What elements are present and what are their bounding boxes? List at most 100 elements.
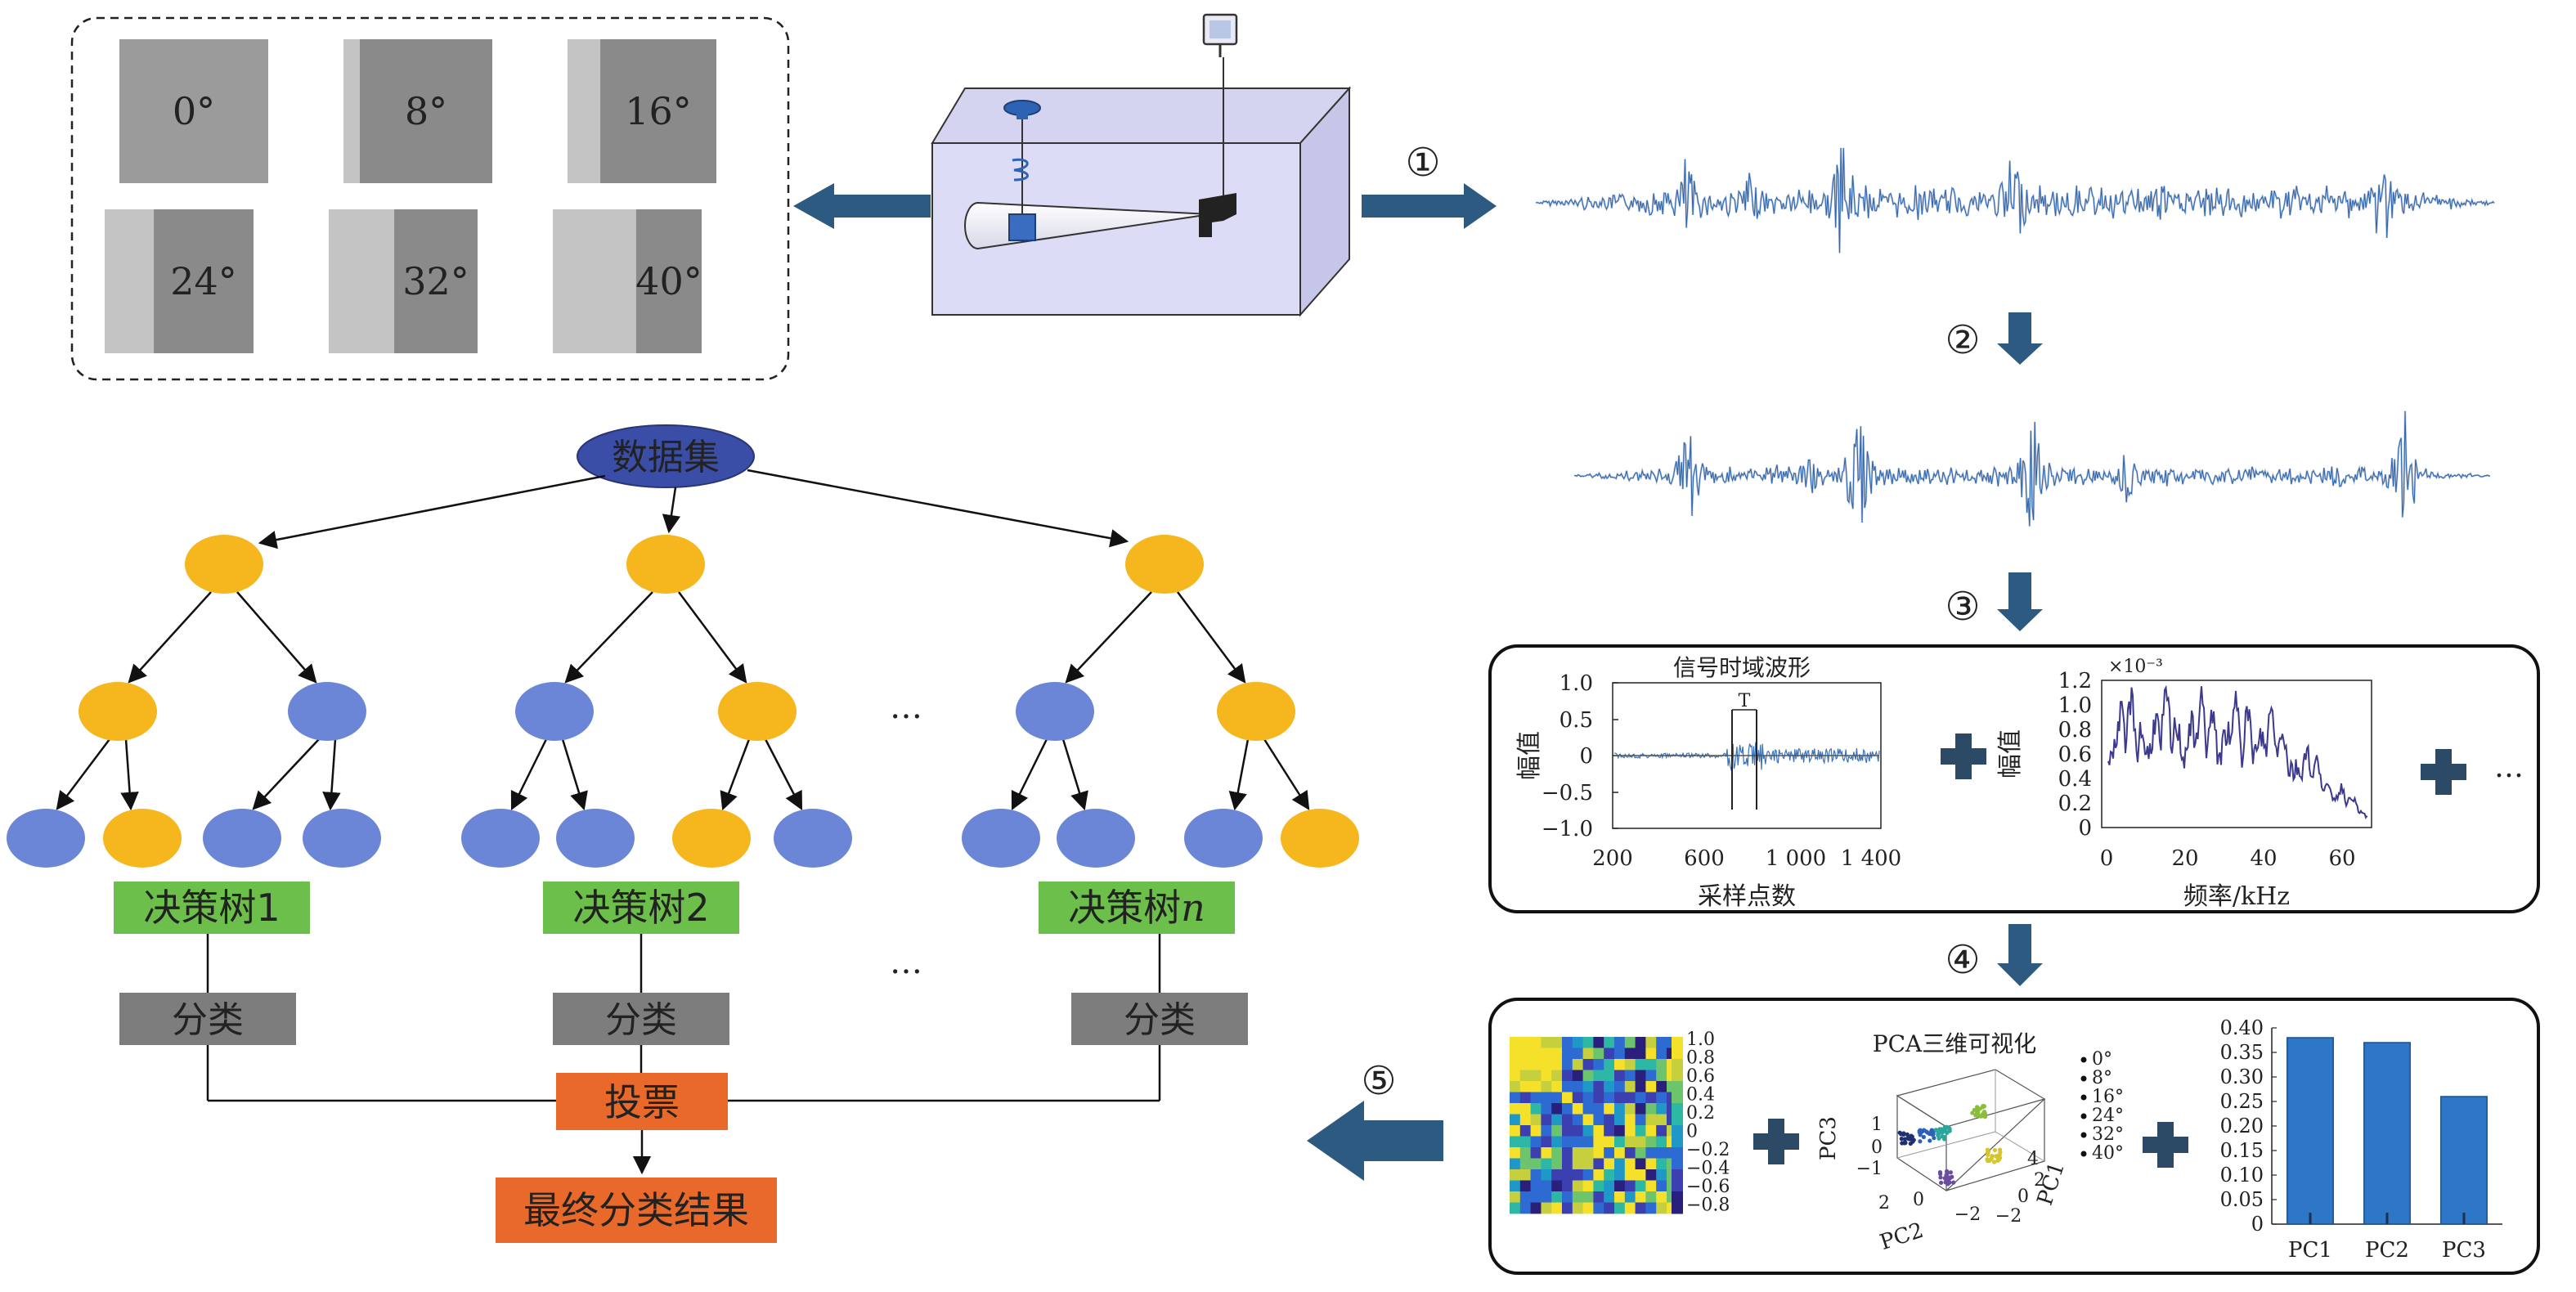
heatmap-cell: [1656, 1191, 1667, 1203]
angle-tile-1: 8°: [343, 39, 492, 183]
heatmap-cell: [1541, 1114, 1552, 1126]
heatmap-cell: [1530, 1092, 1542, 1104]
step-4-label: ④: [1945, 937, 1980, 983]
colorbar-tick: 0.8: [1686, 1048, 1715, 1069]
scatter-point: [1905, 1132, 1910, 1137]
heatmap-cell: [1530, 1037, 1542, 1048]
colorbar-segment: [1672, 1059, 1683, 1082]
heatmap-cell: [1562, 1114, 1573, 1126]
tree-internal-node: [1016, 682, 1094, 741]
heatmap-cell: [1510, 1103, 1521, 1115]
heatmap-cell: [1519, 1048, 1531, 1060]
vote-box: [556, 1073, 728, 1130]
heatmap-cell: [1593, 1103, 1604, 1115]
heatmap-cell: [1624, 1147, 1636, 1159]
tree-leaf-node: [203, 809, 281, 868]
heatmap-cell: [1541, 1180, 1552, 1192]
tree-leaf-node: [1184, 809, 1263, 868]
arrow-step1: [1362, 183, 1497, 229]
angle-tile-label: 40°: [635, 259, 702, 303]
heatmap-cell: [1604, 1092, 1615, 1104]
heatmap-cell: [1541, 1103, 1552, 1115]
heatmap-cell: [1582, 1136, 1594, 1148]
tree-leaf-node: [556, 809, 635, 868]
heatmap-cell: [1572, 1048, 1583, 1060]
heatmap-cell: [1572, 1081, 1583, 1092]
heatmap-cell: [1645, 1180, 1657, 1192]
angle-tiles: 0°8°16°24°32°40°: [105, 39, 716, 353]
heatmap-cell: [1572, 1169, 1583, 1181]
heatmap-cell: [1604, 1081, 1615, 1092]
heatmap-cell: [1614, 1202, 1626, 1214]
pc2-tick: −2: [1954, 1205, 1981, 1225]
legend-marker: [2080, 1151, 2087, 1157]
heatmap-cell: [1645, 1092, 1657, 1104]
heatmap-cell: [1519, 1180, 1531, 1192]
heatmap-cell: [1562, 1125, 1573, 1137]
tree-edge: [1176, 591, 1246, 684]
scatter-point: [1975, 1105, 1980, 1110]
time-ytick: 1.0: [1560, 671, 1593, 696]
heatmap-cell: [1562, 1081, 1573, 1092]
root-edge: [747, 469, 1129, 548]
scatter-point: [1980, 1114, 1985, 1119]
bar-ytick: 0: [2251, 1213, 2264, 1236]
bar-category-label: PC1: [2288, 1238, 2332, 1263]
colorbar-tick: 0: [1686, 1122, 1698, 1142]
colorbar-segment: [1672, 1191, 1683, 1214]
step-2-label: ②: [1945, 317, 1980, 363]
freq-ytick: 0.8: [2058, 718, 2092, 742]
heatmap-cell: [1541, 1081, 1552, 1092]
legend-label: 16°: [2092, 1087, 2124, 1107]
heatmap-cell: [1604, 1147, 1615, 1159]
tree-leaf-node: [461, 809, 540, 868]
tree-name-label: 决策树1: [143, 886, 280, 930]
tree-leaf-node: [1281, 809, 1359, 868]
tree-name-label: 决策树n: [1068, 886, 1205, 930]
angle-tile-4: 32°: [329, 209, 478, 353]
scatter-point: [1910, 1134, 1914, 1139]
classify-label: 分类: [1124, 999, 1196, 1041]
scatter-point: [1997, 1152, 2002, 1158]
tree-name-box: [114, 882, 310, 934]
heatmap-cell: [1572, 1202, 1583, 1214]
scatter-point: [1948, 1170, 1953, 1175]
time-ytick: 0.5: [1560, 708, 1593, 733]
time-xtick: 1 400: [1841, 846, 1901, 871]
heatmap-cell: [1510, 1147, 1521, 1159]
heatmap-cell: [1510, 1136, 1521, 1148]
dataset-root-node: [577, 424, 755, 488]
legend-marker: [2080, 1094, 2087, 1101]
heatmap-cell: [1562, 1202, 1573, 1214]
legend-marker: [2080, 1075, 2087, 1082]
heatmap-cell: [1510, 1125, 1521, 1137]
tree-edge: [1263, 738, 1310, 810]
feature-panel: [1488, 644, 2540, 913]
heatmap-cell: [1519, 1059, 1531, 1070]
pc2-tick: 2: [1878, 1193, 1890, 1213]
bar-PC3: [2440, 1096, 2488, 1225]
tree-root-node: [185, 535, 263, 594]
heatmap-cell: [1635, 1191, 1646, 1203]
heatmap-cell: [1624, 1048, 1636, 1060]
final-result-label: 最终分类结果: [523, 1188, 749, 1232]
heatmap-cell: [1645, 1136, 1657, 1148]
dataset-root-label: 数据集: [612, 437, 720, 478]
plus-icon: [1753, 1119, 1799, 1164]
tree-edge: [677, 591, 747, 684]
heatmap-cell: [1635, 1070, 1646, 1082]
heatmap-cell: [1593, 1081, 1604, 1092]
heatmap-cell: [1604, 1103, 1615, 1115]
heatmap-cell: [1604, 1191, 1615, 1203]
scatter-point: [1937, 1169, 1943, 1175]
heatmap-cell: [1635, 1048, 1646, 1060]
heatmap-cell: [1593, 1169, 1604, 1181]
heatmap-cell: [1551, 1081, 1563, 1092]
scatter-point: [1945, 1182, 1950, 1187]
scatter-point: [1944, 1125, 1949, 1130]
scatter-point: [1902, 1137, 1908, 1142]
heatmap-cell: [1562, 1158, 1573, 1170]
bar-ytick: 0.25: [2220, 1090, 2264, 1113]
heatmap-cell: [1519, 1158, 1531, 1170]
scatter-point: [1945, 1130, 1950, 1135]
